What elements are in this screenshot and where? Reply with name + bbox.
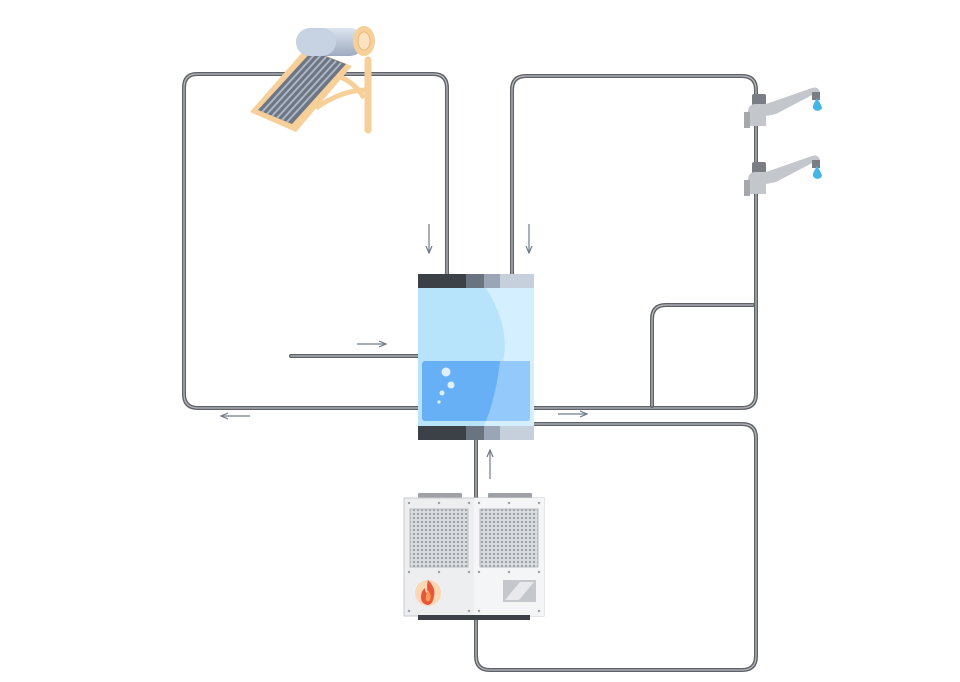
heat-pump-icon <box>403 493 545 620</box>
flow-arrows <box>221 224 587 479</box>
fan-grill-right <box>479 508 539 568</box>
faucet-lower <box>744 155 822 196</box>
flame-icon <box>415 580 441 606</box>
pipe-heatpump-loop <box>474 422 758 672</box>
faucet-icon <box>744 155 820 196</box>
vacuum-tubes <box>258 51 346 124</box>
pipe-network <box>182 72 758 672</box>
heat-pump-unit <box>403 493 545 620</box>
faucet-upper <box>744 87 822 128</box>
bubbles-icon <box>437 367 455 404</box>
solar-storage-drum <box>296 26 375 56</box>
fan-grill-left <box>409 508 469 568</box>
solar-collector-icon <box>250 26 375 134</box>
pipe-solar-loop <box>182 72 449 410</box>
faucet-icon <box>744 87 820 128</box>
pipe-supply-loop <box>510 74 758 410</box>
water-tank-icon <box>418 274 534 440</box>
pipe-inner-branch <box>650 303 755 408</box>
control-panel <box>503 580 536 602</box>
water-drop-icon <box>812 98 822 111</box>
water-drop-icon <box>812 166 822 179</box>
storage-tank <box>418 274 534 440</box>
